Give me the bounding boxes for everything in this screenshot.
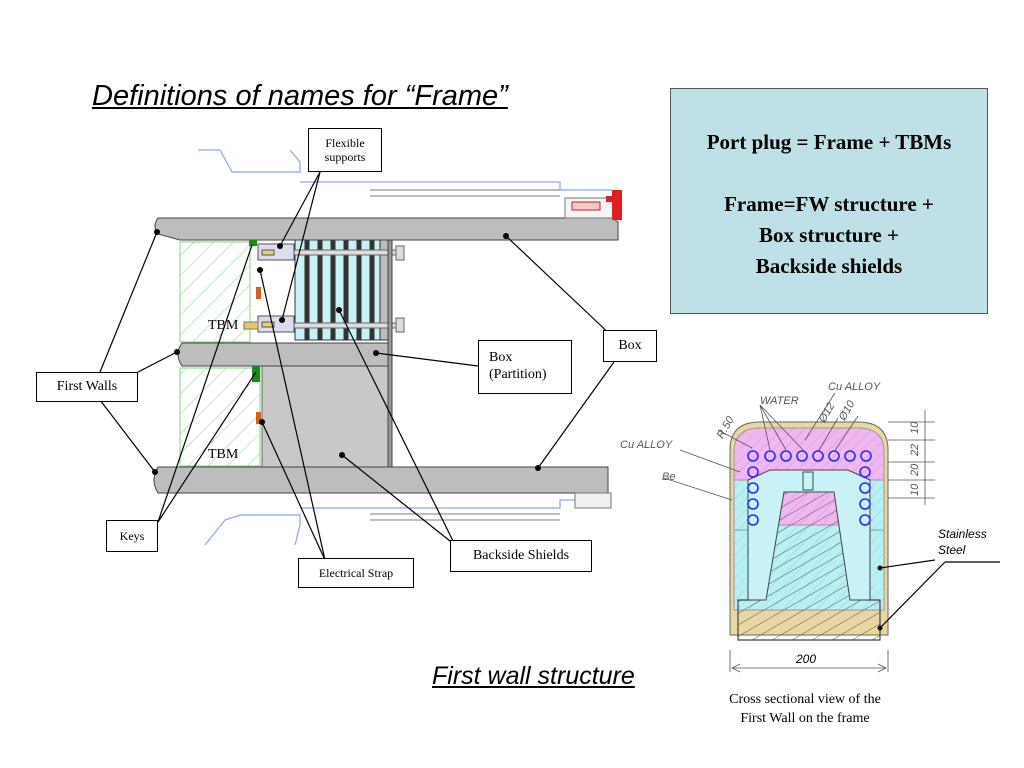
port-plug-definition: Port plug = Frame + TBMs	[706, 130, 952, 154]
top-right-flange	[564, 190, 622, 220]
tbm-upper-zone	[179, 241, 251, 343]
port-plug-definition-box: Port plug = Frame + TBMs Frame=FW struct…	[670, 88, 988, 314]
box-partition-label: Box(Partition)	[478, 340, 572, 394]
dim-10a: 10	[909, 421, 921, 434]
width-200-label: 200	[795, 652, 816, 666]
frame-definition-line3: Backside shields	[755, 254, 903, 278]
keys-label: Keys	[106, 520, 158, 552]
first-wall-cross-section: WATER Cu ALLOY Cu ALLOY Be R.50 Ø12 Ø10 …	[620, 381, 1000, 673]
caption-line1: Cross sectional view of the	[729, 692, 881, 707]
box-partition-line2: (Partition)	[489, 367, 547, 382]
flexible-supports-line2: supports	[324, 150, 366, 164]
water-label: WATER	[760, 395, 799, 407]
cu-alloy-top-label: Cu ALLOY	[828, 381, 881, 393]
port-outline	[198, 149, 612, 546]
box-partition	[177, 342, 391, 367]
top-box-wall	[154, 217, 619, 241]
flexible-support-blocks	[257, 243, 295, 333]
frame-definition-line2: Box structure +	[759, 223, 899, 247]
dim-20: 20	[909, 463, 921, 477]
cross-section-caption: Cross sectional view of the First Wall o…	[700, 690, 910, 728]
electrical-strap-label: Electrical Strap	[298, 558, 414, 588]
backside-shields-label: Backside Shields	[450, 540, 592, 572]
box-partition-line1: Box	[489, 350, 513, 366]
cu-alloy-left-label: Cu ALLOY	[620, 439, 673, 451]
dim-10b: 10	[909, 483, 921, 496]
tbm-lower-label: TBM	[208, 447, 239, 462]
stainless-label-line2: Steel	[938, 543, 966, 557]
leader-lines	[99, 171, 615, 561]
be-label: Be	[662, 471, 675, 483]
bottom-right-flange	[574, 492, 612, 509]
bottom-box-wall	[153, 466, 609, 494]
flexible-supports-line1: Flexible	[325, 135, 365, 150]
stainless-label-line1: Stainless	[938, 527, 987, 541]
lower-shield-block	[261, 364, 391, 468]
tbm-upper-label: TBM	[208, 318, 239, 333]
caption-line2: First Wall on the frame	[740, 711, 870, 726]
box-label: Box	[603, 330, 657, 362]
d10-label: Ø10	[836, 398, 858, 424]
leader-dots	[152, 229, 541, 475]
frame-title: Definitions of names for “Frame”	[92, 80, 508, 112]
electrical-straps	[256, 287, 261, 424]
dim-22a: 22	[909, 444, 921, 457]
first-wall-title: First wall structure	[432, 662, 635, 690]
keys	[249, 240, 260, 382]
frame-definition-line1: Frame=FW structure +	[724, 192, 934, 216]
first-walls-label: First Walls	[36, 372, 138, 402]
